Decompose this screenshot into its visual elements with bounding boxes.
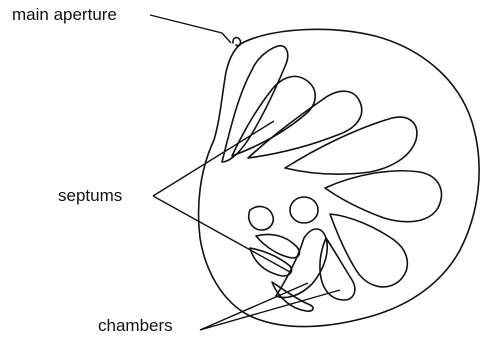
leader-main-aperture bbox=[150, 15, 231, 43]
main-aperture-notch bbox=[233, 38, 241, 46]
label-septums: septums bbox=[58, 186, 122, 205]
label-chambers: chambers bbox=[98, 316, 173, 335]
label-main-aperture: main aperture bbox=[12, 5, 117, 24]
inner-chamber-small bbox=[249, 207, 274, 230]
leader-septums-upper bbox=[153, 121, 274, 196]
inner-chamber-round bbox=[290, 197, 318, 223]
outer-shell-wall bbox=[199, 29, 480, 326]
inner-chamber-crescent bbox=[256, 234, 299, 258]
chamber-6 bbox=[330, 214, 407, 287]
chamber-3 bbox=[248, 91, 362, 158]
leader-chambers-right bbox=[200, 290, 340, 330]
chamber-5 bbox=[325, 171, 441, 222]
chamber-1 bbox=[222, 46, 288, 162]
